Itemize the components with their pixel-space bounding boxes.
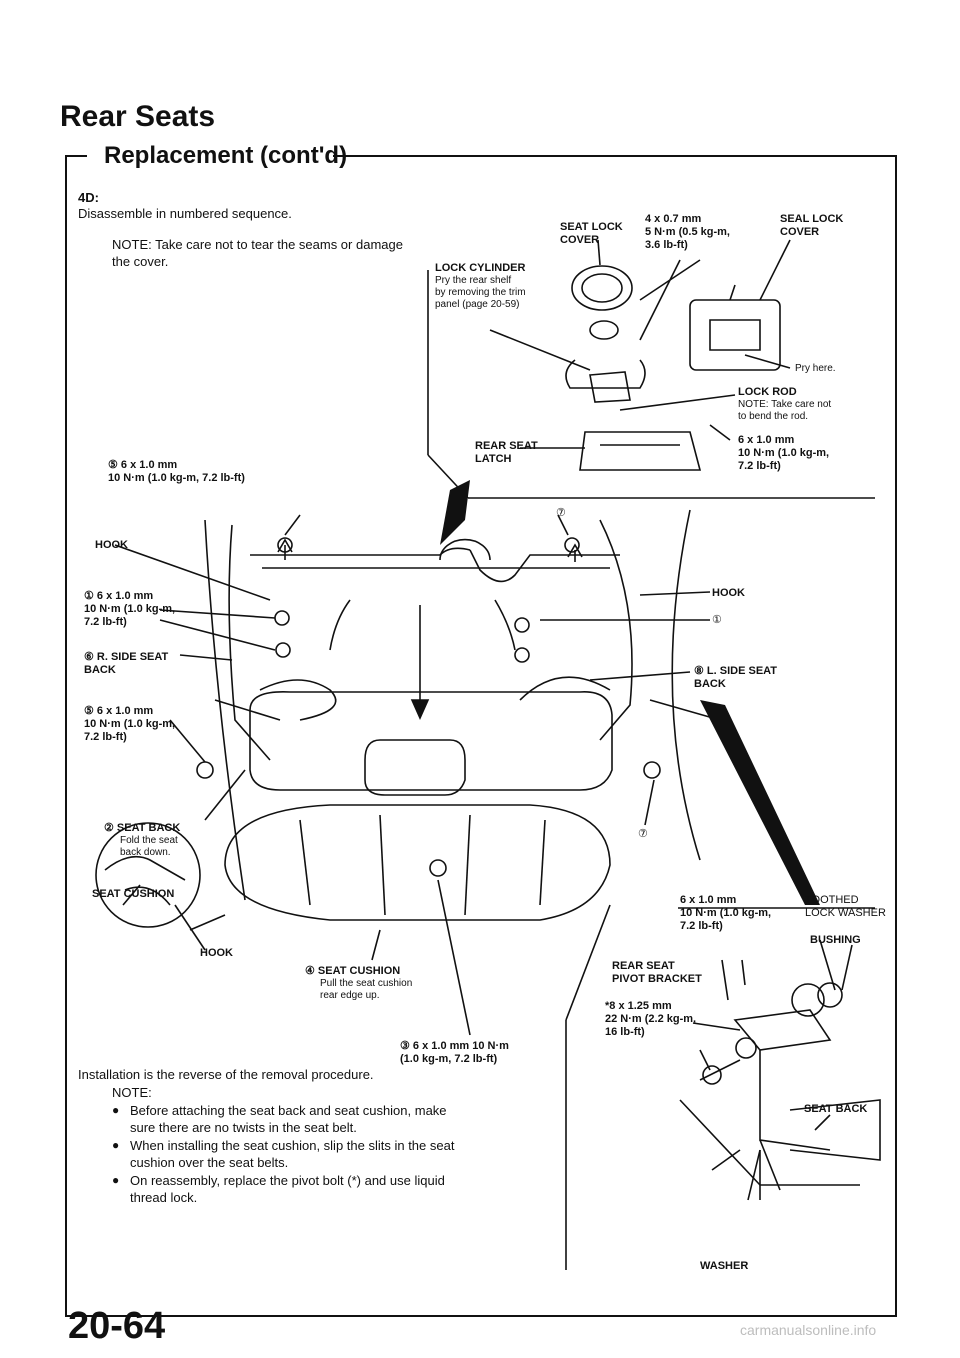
seat-lock-cover-label: SEAT LOCK COVER [560, 221, 623, 246]
installation-text: Installation is the reverse of the remov… [78, 1067, 374, 1082]
installation-note-item: When installing the seat cushion, slip t… [112, 1137, 462, 1171]
step4-label: ④ SEAT CUSHION [305, 965, 401, 977]
pivot-bolt-spec-8x125: *8 x 1.25 mm 22 N·m (2.2 kg-m, 16 lb-ft) [605, 1000, 697, 1038]
content-frame [65, 155, 897, 1317]
step8-label: ⑧ L. SIDE SEAT BACK [694, 665, 777, 690]
instruction-text: Disassemble in numbered sequence. [78, 206, 292, 221]
model-label: 4D: [78, 190, 99, 205]
pivot-bracket-label: REAR SEAT PIVOT BRACKET [612, 960, 702, 985]
lock-rod-label: LOCK ROD [738, 386, 797, 398]
seat-back-label: SEAT BACK [804, 1103, 868, 1115]
watermark: carmanualsonline.info [740, 1322, 877, 1338]
page-number: 20-64 [68, 1305, 166, 1347]
step7-top-marker: ⑦ [556, 507, 566, 519]
installation-notes: Before attaching the seat back and seat … [112, 1102, 462, 1207]
step4-note: Pull the seat cushion rear edge up. [320, 978, 413, 1001]
latch-bolt-spec: 6 x 1.0 mm 10 N·m (1.0 kg-m, 7.2 lb-ft) [738, 434, 830, 472]
installation-note-item: Before attaching the seat back and seat … [112, 1102, 462, 1136]
bushing-label: BUSHING [810, 934, 861, 946]
toothed-lock-washer-label: TOOTHED LOCK WASHER [805, 894, 886, 919]
rear-seat-latch-label: REAR SEAT LATCH [475, 440, 538, 465]
frame-top-left-rule [65, 155, 87, 157]
step1-spec: ① 6 x 1.0 mm 10 N·m (1.0 kg-m, 7.2 lb-ft… [84, 590, 176, 628]
step2-label: ② SEAT BACK [104, 822, 181, 834]
washer-label: WASHER [700, 1260, 749, 1272]
step5-top-spec: ⑤ 6 x 1.0 mm 10 N·m (1.0 kg-m, 7.2 lb-ft… [108, 459, 245, 484]
hook-bottom-label: HOOK [200, 947, 233, 959]
step3-spec: ③ 6 x 1.0 mm 10 N·m (1.0 kg-m, 7.2 lb-ft… [400, 1040, 509, 1065]
frame-top-right-rule [333, 155, 895, 157]
seal-lock-cover-label: SEAL LOCK COVER [780, 213, 844, 238]
pivot-bolt-spec-6x10: 6 x 1.0 mm 10 N·m (1.0 kg-m, 7.2 lb-ft) [680, 894, 772, 932]
section-title: Rear Seats [60, 100, 216, 133]
hook-left-label: HOOK [95, 539, 128, 551]
step7-bottom-marker: ⑦ [638, 828, 648, 840]
step2-note: Fold the seat back down. [120, 835, 178, 858]
step1-right-marker: ① [712, 614, 722, 626]
bolt-spec-4x07: 4 x 0.7 mm 5 N·m (0.5 kg-m, 3.6 lb-ft) [645, 213, 730, 251]
hook-right-label: HOOK [712, 587, 745, 599]
lock-rod-note: NOTE: Take care not to bend the rod. [738, 399, 832, 422]
installation-note-item: On reassembly, replace the pivot bolt (*… [112, 1172, 462, 1206]
intro-note: NOTE: Take care not to tear the seams or… [112, 237, 403, 269]
lock-cylinder-label: LOCK CYLINDER [435, 262, 526, 274]
lock-cylinder-note: Pry the rear shelf by removing the trim … [435, 275, 526, 310]
pry-here-label: Pry here. [795, 363, 836, 374]
sub-title: Replacement (cont'd) [104, 142, 348, 169]
seat-cushion-label: SEAT CUSHION [92, 888, 175, 900]
step5-spec: ⑤ 6 x 1.0 mm 10 N·m (1.0 kg-m, 7.2 lb-ft… [84, 705, 176, 743]
installation-note-title: NOTE: [112, 1085, 152, 1100]
step6-label: ⑥ R. SIDE SEAT BACK [84, 651, 169, 676]
